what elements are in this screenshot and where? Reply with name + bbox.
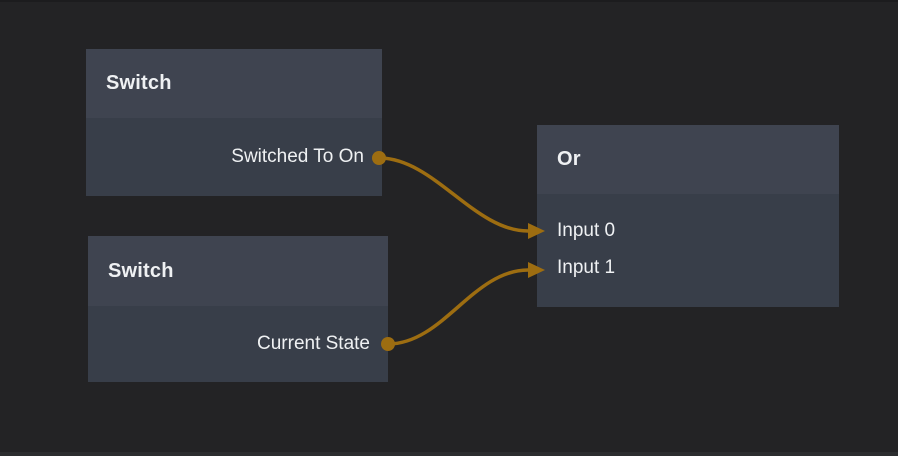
wire-currentstate-to-input1[interactable] <box>386 268 530 346</box>
node-title: Switch <box>106 72 172 94</box>
node-switch-1[interactable]: Switch Switched To On <box>86 49 382 196</box>
canvas-top-edge <box>0 0 898 2</box>
node-switch-2-header[interactable]: Switch <box>88 236 388 306</box>
output-port-dot-current-state[interactable] <box>381 337 395 351</box>
node-or[interactable]: Or Input 0 Input 1 <box>537 125 839 307</box>
output-port-label: Current State <box>257 333 370 354</box>
input-port-label: Input 0 <box>557 219 616 241</box>
input-port-label: Input 1 <box>557 256 616 278</box>
node-switch-2[interactable]: Switch Current State <box>88 236 388 382</box>
input-row-input-0: Input 0 <box>537 212 839 249</box>
node-or-body: Input 0 Input 1 <box>537 194 839 307</box>
node-title: Switch <box>108 259 174 282</box>
node-switch-2-body: Current State <box>88 306 388 382</box>
node-switch-1-body: Switched To On <box>86 118 382 196</box>
output-port-dot-switched-to-on[interactable] <box>372 151 386 165</box>
input-port-arrow-input-1[interactable] <box>528 262 545 278</box>
input-port-arrow-input-0[interactable] <box>528 223 545 239</box>
output-row-switched-to-on: Switched To On <box>86 118 382 196</box>
output-port-label: Switched To On <box>231 146 364 167</box>
wire-switchedtoon-to-input0[interactable] <box>377 156 530 233</box>
node-switch-1-header[interactable]: Switch <box>86 49 382 118</box>
node-or-header[interactable]: Or <box>537 125 839 194</box>
canvas-bottom-edge <box>0 452 898 456</box>
output-row-current-state: Current State <box>88 306 388 382</box>
node-title: Or <box>557 148 581 170</box>
input-row-input-1: Input 1 <box>537 249 839 286</box>
